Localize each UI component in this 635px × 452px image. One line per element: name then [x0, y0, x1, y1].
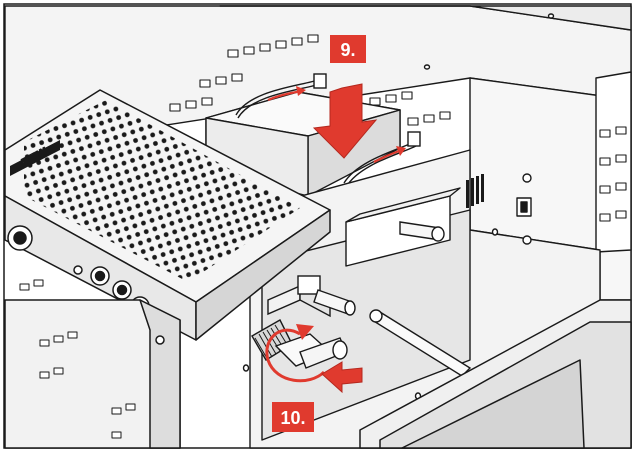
press-down-arrow: [312, 83, 378, 159]
panel-fins: [466, 174, 484, 208]
step-10-badge: 10.: [272, 402, 314, 432]
bracket-slots: [19, 279, 136, 439]
cable-ties: [235, 73, 421, 188]
tie-arrow-head-1: [296, 86, 306, 96]
push-arrow: [321, 361, 363, 394]
rack-slots: [169, 34, 627, 222]
rotate-arrow: [265, 328, 326, 383]
jack-1: [73, 265, 83, 275]
tie-arrow-head-2: [396, 146, 406, 156]
rtw-module: RTW: [4, 89, 331, 449]
mounting-rod: [369, 221, 472, 377]
step-9-label: 9.: [340, 40, 355, 60]
display-unit: [359, 299, 632, 449]
step-10-label: 10.: [280, 408, 305, 428]
vent-grid: [24, 100, 300, 282]
step-9-badge: 9.: [330, 35, 366, 63]
connector-assembly: [251, 275, 356, 369]
rotate-arrow-head: [296, 324, 314, 340]
